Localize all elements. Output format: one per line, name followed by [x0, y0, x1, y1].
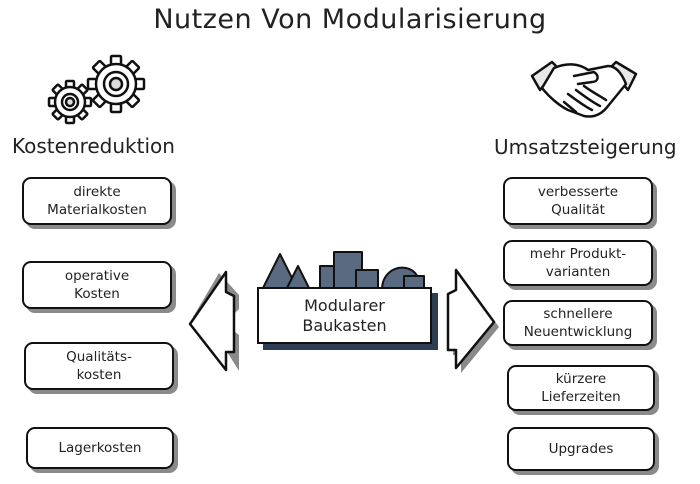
- shorter-delivery-times-box: kürzere Lieferzeiten: [507, 365, 655, 411]
- box-label: verbesserte Qualität: [537, 184, 619, 218]
- modular-kit-box: Modularer Baukasten: [257, 287, 432, 344]
- cost-reduction-heading: Kostenreduktion: [12, 134, 175, 158]
- right-arrow: [446, 268, 499, 373]
- more-product-variants-box: mehr Produkt- varianten: [503, 240, 653, 286]
- box-label: Upgrades: [548, 441, 614, 457]
- box-label: Lagerkosten: [58, 440, 142, 456]
- box-label: Qualitäts- kosten: [66, 349, 132, 383]
- box-label: mehr Produkt- varianten: [529, 246, 627, 280]
- quality-costs-box: Qualitäts- kosten: [24, 342, 174, 390]
- revenue-increase-heading: Umsatzsteigerung: [494, 135, 677, 159]
- box-label: schnellere Neuentwicklung: [523, 306, 633, 340]
- storage-costs-box: Lagerkosten: [26, 427, 174, 469]
- box-label: kürzere Lieferzeiten: [541, 371, 621, 405]
- building-blocks-icon: [261, 251, 425, 291]
- center-label: Modularer Baukasten: [302, 295, 387, 335]
- upgrades-box: Upgrades: [507, 427, 655, 471]
- box-label: operative Kosten: [64, 268, 130, 302]
- operating-costs-box: operative Kosten: [22, 261, 172, 309]
- gears-icon: [47, 54, 146, 125]
- faster-development-box: schnellere Neuentwicklung: [503, 300, 653, 346]
- box-label: direkte Materialkosten: [47, 184, 147, 218]
- left-arrow: [188, 270, 239, 372]
- improved-quality-box: verbesserte Qualität: [503, 177, 653, 225]
- direct-material-costs-box: direkte Materialkosten: [22, 177, 172, 225]
- handshake-icon: [530, 60, 638, 118]
- diagram-title: Nutzen Von Modularisierung: [153, 4, 547, 35]
